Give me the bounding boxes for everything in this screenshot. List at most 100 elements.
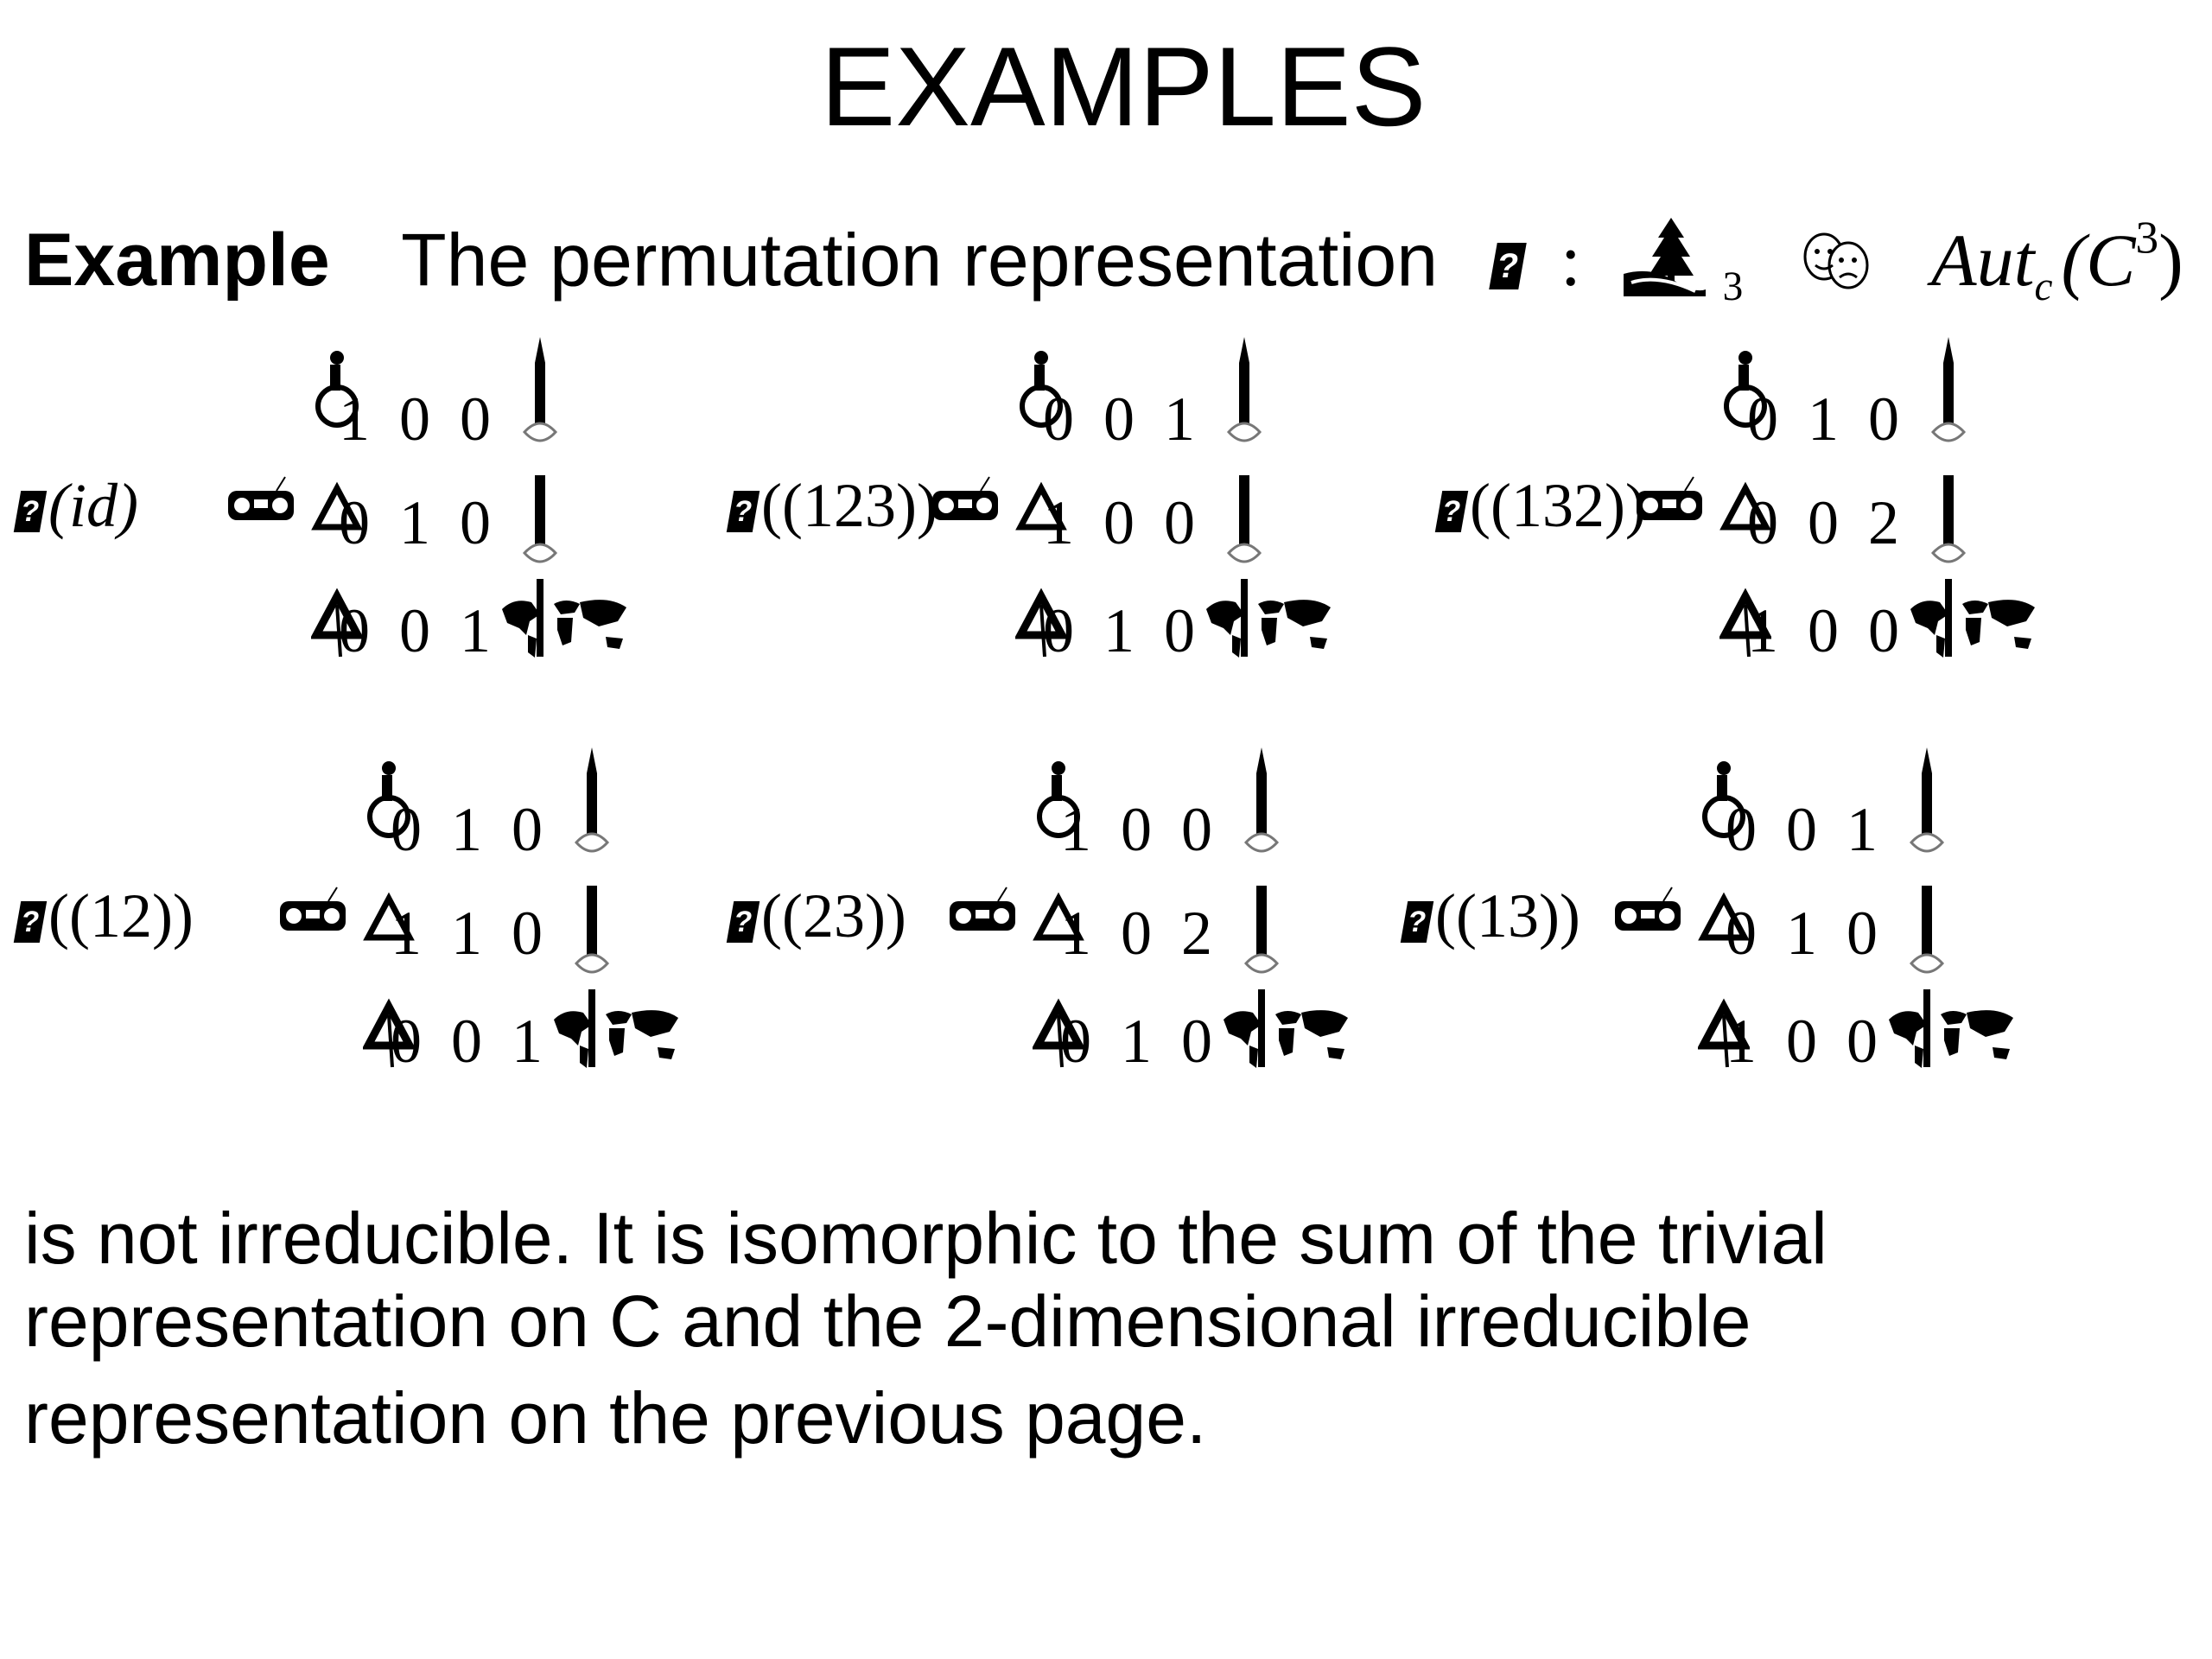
matrix-cell: 0 (512, 899, 543, 968)
right-bracket-icon (1909, 747, 1945, 1067)
matrix-cell: 0 (339, 488, 370, 557)
matrix-cell: 1 (451, 899, 482, 968)
example-text: The permutation representation (401, 219, 1439, 302)
matrix-cell: 1 (512, 1007, 543, 1076)
rho-symbol: ? (13, 901, 48, 944)
matrix-cell: 0 (1726, 795, 1757, 864)
matrix-cell: 1 (1164, 385, 1195, 454)
matrix-cell: 0 (391, 1007, 422, 1076)
matrix-label: ?((132)) (1434, 467, 1646, 544)
body-line-1: is not irreducible. It is isomorphic to … (24, 1198, 1827, 1279)
group-element-label: ((12)) (48, 881, 194, 950)
slide-title: EXAMPLES (820, 23, 1427, 149)
radio-icon (280, 887, 346, 931)
aut-subscript: c (2034, 264, 2053, 309)
matrix-cell: 1 (1847, 795, 1878, 864)
matrix-cell: 2 (1868, 488, 1899, 557)
radio-icon (1637, 476, 1702, 520)
matrix-cell: 0 (1786, 1007, 1817, 1076)
aut-symbol: Aut (1931, 219, 2035, 302)
right-bracket-icon (1226, 337, 1262, 657)
symmetric-group-subscript: 3 (1722, 264, 1744, 309)
example-statement: Example The permutation representation ?… (24, 194, 2183, 330)
group-element-label: ((132)) (1470, 471, 1646, 540)
matrix-cell: 1 (451, 795, 482, 864)
matrix-cell: 0 (1747, 385, 1778, 454)
world-map-icon (554, 1010, 678, 1068)
world-map-icon (1889, 1010, 2013, 1068)
matrix-cell: 0 (1868, 385, 1899, 454)
matrix-label: ?((123)) (726, 467, 938, 544)
matrix-cell: 1 (1043, 488, 1074, 557)
matrix-cell: 0 (1181, 1007, 1212, 1076)
rho-symbol: ? (1400, 901, 1434, 944)
rho-symbol: ? (13, 491, 48, 533)
matrix-cell: 0 (1043, 596, 1074, 665)
rho-symbol: ? (1489, 219, 1527, 302)
matrix-cell: 0 (1868, 596, 1899, 665)
matrix-cell: 1 (1808, 385, 1839, 454)
matrix-cell: 0 (399, 385, 430, 454)
matrix-label: ?((23)) (726, 877, 906, 955)
left-bracket-icon (1015, 351, 1067, 658)
matrix-cell: 0 (1808, 488, 1839, 557)
matrix-cell: 0 (1164, 596, 1195, 665)
radio-icon (1615, 887, 1681, 931)
radio-icon (228, 476, 294, 520)
group-element-label: (id) (48, 471, 138, 540)
left-bracket-icon (1698, 761, 1750, 1068)
matrix-cell: 1 (1060, 795, 1091, 864)
theater-masks-icon (1798, 223, 1876, 309)
left-bracket-icon (311, 351, 363, 658)
group-element-label: ((23)) (761, 881, 906, 950)
matrix-cell: 0 (1181, 795, 1212, 864)
matrix-cell: 1 (1103, 596, 1135, 665)
matrix-cell: 1 (339, 385, 370, 454)
matrix-cell: 1 (1726, 1007, 1757, 1076)
rho-symbol: ? (1434, 491, 1469, 533)
matrix-cell: 0 (339, 596, 370, 665)
right-bracket-icon (1243, 747, 1280, 1067)
matrix-cell: 0 (512, 795, 543, 864)
body-line-2: representation on C and the 2-dimensiona… (24, 1281, 1751, 1362)
radio-icon (932, 476, 998, 520)
rho-symbol: ? (726, 901, 760, 944)
matrix-cell: 0 (1103, 385, 1135, 454)
rho-symbol: ? (726, 491, 760, 533)
right-bracket-icon (574, 747, 610, 1067)
matrix-label: ?((12)) (13, 877, 194, 955)
left-bracket-icon (1033, 761, 1084, 1068)
matrix-cell: 1 (1121, 1007, 1152, 1076)
matrix-cell: 0 (1726, 899, 1757, 968)
matrix-cell: 0 (1043, 385, 1074, 454)
matrix-cell: 1 (460, 596, 491, 665)
body-line-3: representation on the previous page. (24, 1377, 1207, 1459)
world-map-icon (1206, 600, 1331, 658)
matrix-cell: 0 (1164, 488, 1195, 557)
matrix-cell: 0 (1060, 1007, 1091, 1076)
right-bracket-icon (522, 337, 558, 657)
matrix-cell: 0 (1808, 596, 1839, 665)
matrix-cell: 0 (460, 488, 491, 557)
aut-argument: (C3) (2061, 212, 2183, 302)
matrix-cell: 1 (391, 899, 422, 968)
tree-icon (1619, 213, 1714, 318)
matrix-cell: 1 (1060, 899, 1091, 968)
matrix-cell: 0 (451, 1007, 482, 1076)
matrix-cell: 0 (1847, 1007, 1878, 1076)
matrix-cell: 0 (1121, 899, 1152, 968)
matrix-label: ?((13)) (1400, 877, 1580, 955)
colon: : (1560, 219, 1581, 302)
matrix-cell: 0 (1847, 899, 1878, 968)
world-map-icon (1910, 600, 2035, 658)
matrix-cell: 0 (1786, 795, 1817, 864)
matrix-cell: 0 (460, 385, 491, 454)
group-element-label: ((123)) (761, 471, 938, 540)
matrix-cell: 0 (1121, 795, 1152, 864)
